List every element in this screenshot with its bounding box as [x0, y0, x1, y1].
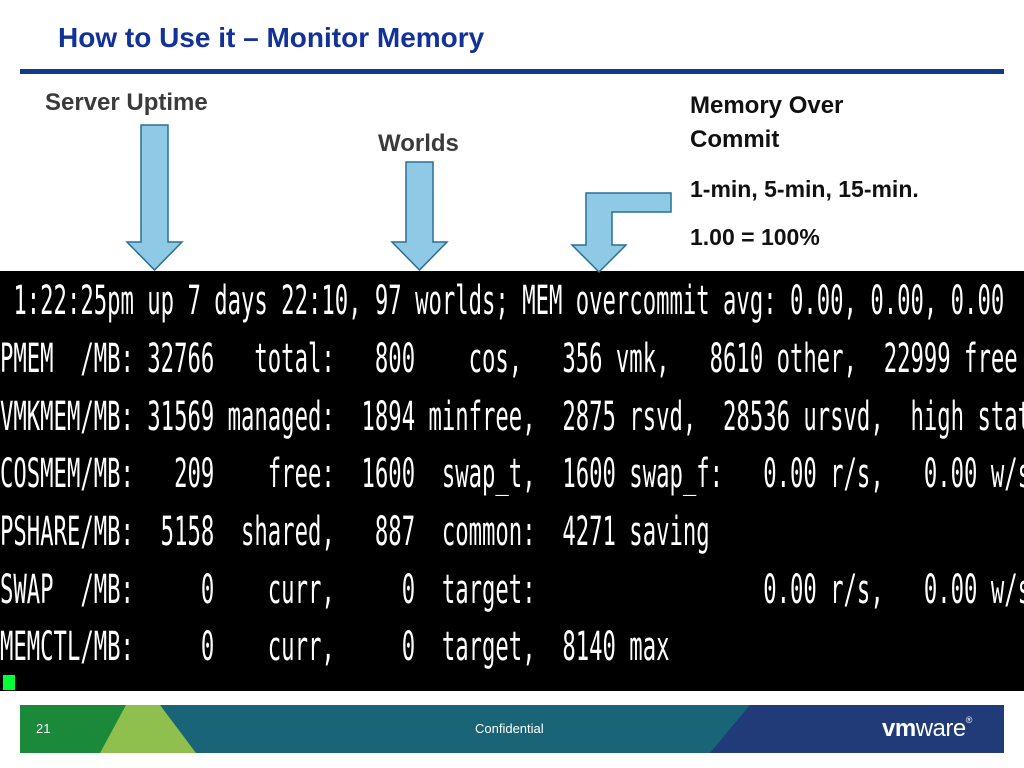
memory-overcommit-arrow — [570, 192, 672, 274]
logo-bold-text: vm — [882, 715, 916, 742]
title-rule — [20, 69, 1004, 74]
logo-light-text: ware — [915, 715, 967, 742]
callout-load-windows: 1-min, 5-min, 15-min. — [690, 176, 919, 202]
callout-memory-overcommit-line2: Commit — [690, 126, 780, 153]
slide-title: How to Use it – Monitor Memory — [58, 22, 485, 53]
logo-registered-mark: ® — [965, 715, 973, 725]
server-uptime-arrow — [125, 124, 184, 272]
terminal-line-swap: SWAP /MB: 0 curr, 0 target: 0.00 r/s, 0.… — [0, 568, 1024, 612]
callout-server-uptime: Server Uptime — [45, 89, 208, 116]
callout-worlds: Worlds — [378, 130, 459, 157]
terminal-line-uptime: 1:22:25pm up 7 days 22:10, 97 worlds; ME… — [0, 279, 1005, 323]
footer-background — [20, 705, 1004, 753]
footer-bar: 21 Confidential vmware® — [20, 705, 1004, 753]
callout-memory-overcommit-line1: Memory Over — [690, 92, 844, 119]
terminal-cursor — [3, 675, 15, 690]
terminal-screen: 1:22:25pm up 7 days 22:10, 97 worlds; ME… — [0, 271, 1024, 691]
terminal-line-cosmem: COSMEM/MB: 209 free: 1600 swap_t, 1600 s… — [0, 452, 1024, 496]
terminal-line-pmem: PMEM /MB: 32766 total: 800 cos, 356 vmk,… — [0, 337, 1018, 381]
terminal-line-vmkmem: VMKMEM/MB: 31569 managed: 1894 minfree, … — [0, 395, 1024, 439]
terminal-line-pshare: PSHARE/MB: 5158 shared, 887 common: 4271… — [0, 510, 710, 554]
worlds-arrow — [390, 161, 449, 272]
page-number: 21 — [36, 721, 51, 736]
terminal-line-memctl: MEMCTL/MB: 0 curr, 0 target, 8140 max — [0, 625, 670, 669]
callout-ratio: 1.00 = 100% — [690, 224, 820, 250]
vmware-logo: vmware® — [882, 715, 972, 743]
confidential-label: Confidential — [475, 721, 544, 736]
